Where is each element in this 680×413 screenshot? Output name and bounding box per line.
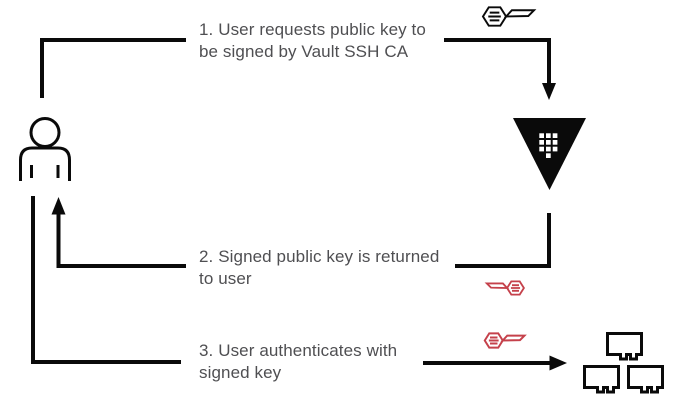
step1-line-right — [444, 38, 551, 85]
arrowhead-up-icon — [51, 197, 66, 215]
arrowhead-right-icon — [549, 355, 567, 371]
step2-label: 2. Signed public key is returned to user — [199, 246, 439, 290]
monitor-icon — [606, 332, 643, 361]
arrowhead-down-icon — [542, 83, 556, 100]
person-head — [29, 117, 61, 148]
step1-label-line1: 1. User requests public key to — [199, 20, 426, 39]
step2-label-line1: 2. Signed public key is returned — [199, 247, 440, 266]
vault-logo-icon — [513, 118, 586, 190]
step3-label-line1: 3. User authenticates with — [199, 341, 398, 360]
step3-label: 3. User authenticates with signed key — [199, 340, 397, 384]
key-red-right — [483, 332, 527, 349]
step3-label-line2: signed key — [199, 363, 282, 382]
person-icon — [19, 117, 71, 181]
person-arms — [30, 165, 60, 178]
step2-label-line2: to user — [199, 269, 252, 288]
step2-line-left — [56, 214, 186, 268]
step1-label-line2: be signed by Vault SSH CA — [199, 42, 409, 61]
step1-line-left — [40, 38, 186, 98]
key-icon — [484, 280, 525, 296]
vault-keypad-grid — [539, 133, 558, 158]
step1-label: 1. User requests public key to be signed… — [199, 19, 426, 63]
key-red-left — [484, 280, 525, 296]
monitor-icon — [627, 365, 664, 394]
monitors-icon — [583, 332, 664, 394]
key-icon — [481, 6, 537, 27]
monitor-icon — [583, 365, 620, 394]
key-black-right — [481, 6, 537, 27]
person-torso — [19, 146, 71, 181]
key-icon — [483, 332, 527, 349]
step3-line-left — [31, 196, 181, 364]
step2-line-right — [455, 213, 551, 268]
